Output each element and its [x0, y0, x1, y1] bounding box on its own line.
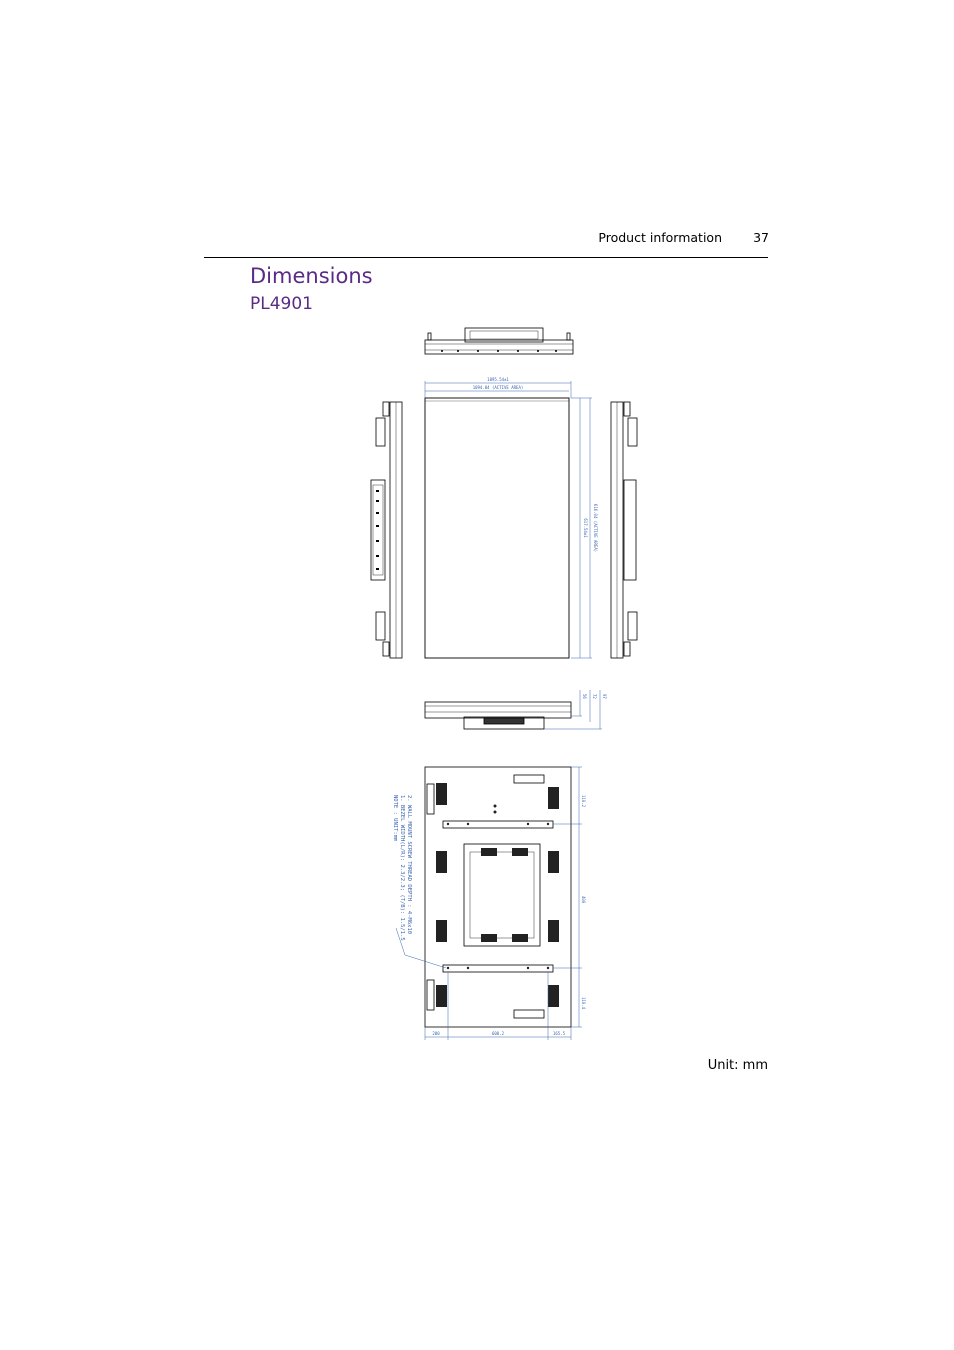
header-section-title: Product information	[598, 230, 722, 245]
right-side-view-drawing	[610, 401, 638, 659]
svg-text:617.54±1: 617.54±1	[583, 518, 588, 538]
svg-text:200: 200	[432, 1031, 440, 1036]
page-title: Dimensions	[250, 264, 373, 288]
svg-text:1095.54±1: 1095.54±1	[487, 377, 509, 382]
svg-text:616.04 (ACTIVE AREA): 616.04 (ACTIVE AREA)	[593, 504, 598, 552]
bottom-view-drawing: 56 72 97	[424, 690, 607, 730]
header-divider	[204, 257, 768, 258]
header-page-number: 37	[753, 230, 769, 245]
left-side-view-drawing	[370, 401, 403, 659]
svg-text:600.2: 600.2	[492, 1031, 505, 1036]
svg-text:110.4: 110.4	[581, 997, 586, 1010]
svg-text:56: 56	[582, 694, 587, 699]
svg-text:400: 400	[581, 896, 586, 904]
svg-text:1. BEZEL WIDTH(L/R): 2.3/2.3;: 1. BEZEL WIDTH(L/R): 2.3/2.3; (T/B): 1.5…	[399, 795, 405, 941]
model-heading: PL4901	[250, 294, 313, 314]
front-view-drawing: 1095.54±1 1094.04 (ACTIVE AREA) 617.54±1…	[424, 377, 598, 659]
top-view-drawing	[424, 327, 574, 355]
svg-text:72: 72	[592, 694, 597, 699]
rear-view-drawing: 110.2 400 110.4 200 600.2 165.5 NOTE : U…	[392, 766, 586, 1040]
svg-text:NOTE : UNIT:mm: NOTE : UNIT:mm	[392, 795, 398, 842]
svg-text:2. WALL MOUNT SCREW THREAD DEP: 2. WALL MOUNT SCREW THREAD DEPTH : 4-M6x…	[406, 795, 412, 934]
unit-note: Unit: mm	[707, 1058, 768, 1073]
svg-text:165.5: 165.5	[553, 1031, 566, 1036]
svg-text:1094.04 (ACTIVE AREA): 1094.04 (ACTIVE AREA)	[473, 385, 524, 390]
svg-text:110.2: 110.2	[581, 795, 586, 808]
svg-text:97: 97	[602, 694, 607, 699]
